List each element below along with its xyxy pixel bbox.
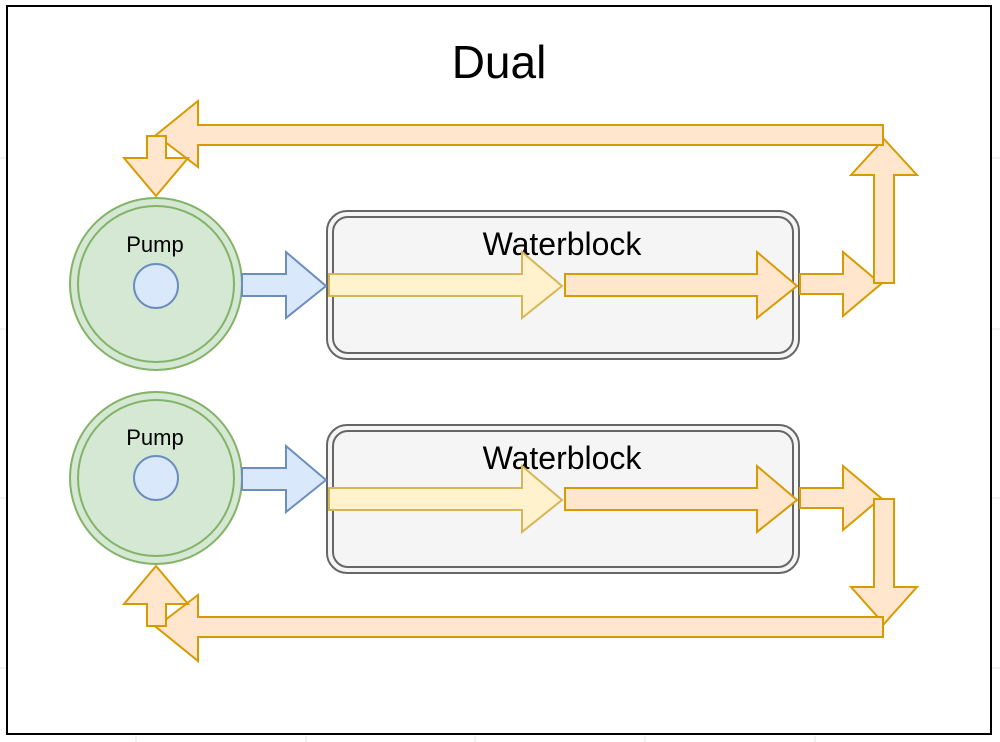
flow-arrow-into-pump-top: [121, 135, 191, 198]
loop-top: Pump Waterblock: [69, 98, 920, 371]
waterblock-top[interactable]: Waterblock: [326, 210, 800, 360]
flow-arrow-exit: [799, 463, 883, 533]
flow-arrow-outlet: [564, 463, 799, 535]
flow-arrow-into-pump-bottom: [121, 564, 191, 627]
flow-arrow-inlet: [328, 463, 564, 535]
loop-bottom: Pump Waterblock: [69, 391, 920, 664]
flow-arrow-inlet: [328, 249, 564, 321]
impeller-icon: [133, 455, 179, 501]
flow-arrow-pump-to-block: [241, 443, 328, 515]
pump-bottom[interactable]: Pump: [69, 391, 243, 565]
flow-arrow-return-top: [154, 98, 884, 170]
flow-arrow-exit: [799, 249, 883, 319]
flow-arrow-outlet: [564, 249, 799, 321]
diagram-title: Dual: [452, 36, 547, 88]
flow-arrow-return-bottom: [154, 592, 884, 664]
pump-top[interactable]: Pump: [69, 197, 243, 371]
pump-label: Pump: [126, 232, 183, 257]
flow-arrow-pump-to-block: [241, 249, 328, 321]
pump-inner-ring: [77, 205, 235, 363]
pump-label: Pump: [126, 425, 183, 450]
flow-arrow-riser-down: [848, 498, 920, 626]
pump-inner-ring: [77, 399, 235, 557]
waterblock-label: Waterblock: [483, 226, 643, 262]
flow-arrow-riser-up: [848, 137, 920, 284]
impeller-icon: [133, 263, 179, 309]
waterblock-label: Waterblock: [483, 440, 643, 476]
